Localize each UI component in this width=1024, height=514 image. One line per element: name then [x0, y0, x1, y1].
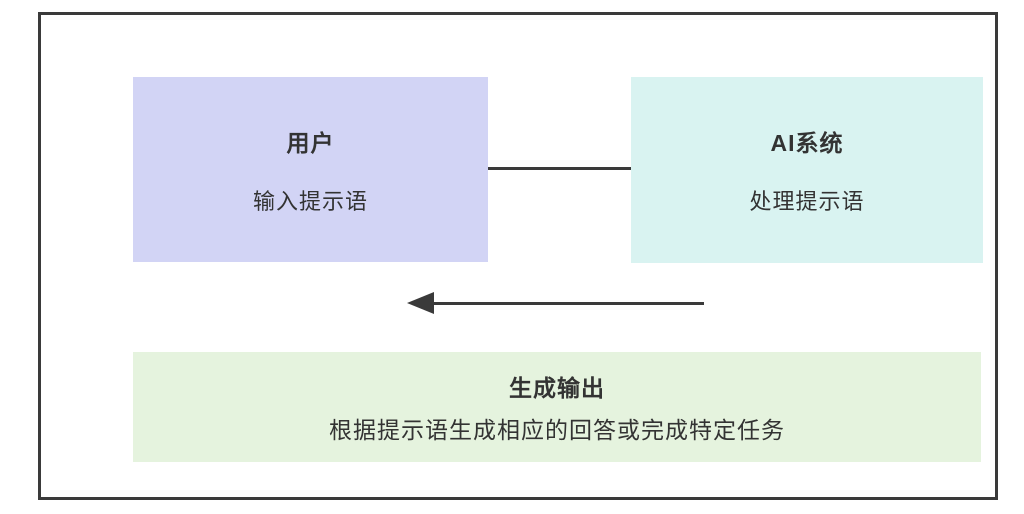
node-user: 用户 输入提示语	[133, 77, 488, 262]
node-user-subtitle: 输入提示语	[252, 188, 368, 214]
node-ai-title: AI系统	[770, 130, 844, 156]
node-ai-system: AI系统 处理提示语	[631, 77, 983, 263]
node-output: 生成输出 根据提示语生成相应的回答或完成特定任务	[133, 352, 981, 462]
node-output-title: 生成输出	[509, 375, 605, 401]
return-arrow-line	[425, 302, 704, 305]
node-ai-subtitle: 处理提示语	[749, 189, 865, 214]
left-arrow-icon	[407, 292, 434, 314]
connector-line-user-ai	[488, 167, 631, 170]
node-output-subtitle: 根据提示语生成相应的回答或完成特定任务	[329, 417, 785, 443]
node-user-title: 用户	[286, 129, 335, 156]
diagram-frame: 用户 输入提示语 AI系统 处理提示语 生成输出 根据提示语生成相应的回答或完成…	[38, 12, 998, 500]
